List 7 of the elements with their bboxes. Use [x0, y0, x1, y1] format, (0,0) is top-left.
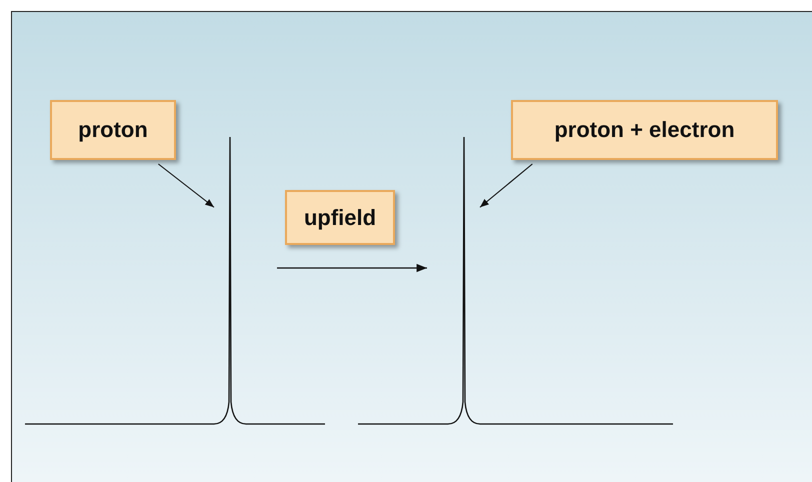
label-box: proton [50, 100, 176, 160]
label-box: proton + electron [511, 100, 778, 160]
label-box: upfield [285, 190, 395, 245]
spectrum-peak-drawing [448, 135, 480, 424]
leader-arrow [480, 164, 533, 208]
leader-arrow [158, 164, 214, 208]
spectrum-peak-drawing [214, 135, 246, 424]
